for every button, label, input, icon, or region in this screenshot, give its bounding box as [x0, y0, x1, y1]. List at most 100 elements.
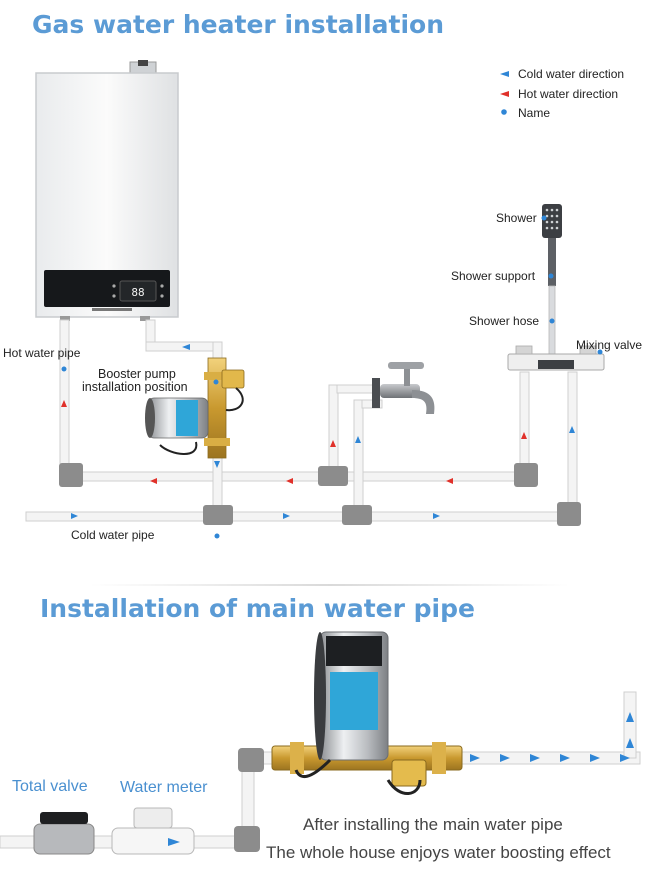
heater-display-digits: 88: [131, 286, 144, 299]
heater-outlet-cold: [140, 316, 150, 321]
hot-arrow: [446, 478, 453, 484]
faucet-spout: [412, 390, 435, 414]
legend: [500, 71, 509, 115]
cold-water-pipes: [25, 319, 578, 522]
valve-body: [33, 823, 95, 855]
name-dot: [548, 273, 554, 279]
booster-pump-small: [145, 357, 245, 459]
main-pipe-outlet: [623, 691, 637, 759]
booster-pump-large: [271, 631, 463, 795]
pump-nut: [204, 372, 230, 380]
legend-name-label: Name: [518, 106, 551, 120]
heater-outlet-hot: [60, 316, 70, 321]
caption-line2: The whole house enjoys water boosting ef…: [266, 843, 611, 862]
heater-button: [112, 294, 116, 298]
meter-body: [111, 827, 195, 855]
heater-display: [119, 280, 157, 302]
label-hot-water-pipe: Hot water pipe: [3, 346, 81, 360]
label-booster-line1: Booster pump: [98, 367, 176, 381]
name-dot: [597, 349, 603, 355]
pump-motor-end: [145, 398, 155, 438]
name-dot: [549, 318, 555, 324]
cold-arrow: [626, 712, 634, 722]
pump-top-cap: [326, 636, 382, 666]
legend-name-icon: [501, 109, 507, 115]
name-dot: [61, 366, 67, 372]
pump-cable: [159, 441, 198, 455]
mixing-valve-knob: [579, 345, 597, 355]
name-markers: [61, 215, 603, 539]
main-flow-arrows: [470, 712, 634, 762]
pipe-hot-mixer-riser: [519, 371, 530, 473]
cold-arrow: [355, 436, 361, 443]
flow-arrows: [61, 344, 575, 519]
elbow-fitting: [59, 463, 83, 487]
cold-arrow: [470, 754, 480, 762]
faucet-handle: [388, 362, 424, 369]
faucet-stem: [404, 366, 410, 386]
legend-hot-label: Hot water direction: [518, 87, 619, 101]
elbow-fitting: [234, 826, 260, 852]
hot-arrow: [330, 440, 336, 447]
hot-arrow: [61, 400, 67, 407]
elbow-fitting: [514, 463, 538, 487]
faucet: [372, 362, 435, 414]
heater-button: [160, 294, 164, 298]
heater-flue-cap: [138, 60, 148, 66]
tee-fitting: [342, 505, 372, 525]
cold-arrow: [71, 513, 78, 519]
water-meter: [111, 807, 195, 855]
pump-label: [176, 400, 198, 436]
hot-arrow: [286, 478, 293, 484]
faucet-wall-mount: [372, 378, 380, 408]
section-divider: [90, 584, 570, 586]
cold-arrow: [168, 838, 180, 846]
cold-arrow: [590, 754, 600, 762]
hot-arrow: [521, 432, 527, 439]
pump-label: [330, 672, 378, 730]
shower-head-holes: [545, 208, 559, 230]
name-dot: [214, 533, 220, 539]
pump-motor-end: [314, 632, 326, 760]
pipe-hot-faucet-riser: [328, 384, 339, 474]
cold-arrow: [214, 461, 220, 468]
meter-head: [133, 807, 173, 829]
valve-handle: [40, 812, 88, 824]
cold-arrow: [530, 754, 540, 762]
label-mixing-valve: Mixing valve: [576, 338, 643, 352]
tee-fitting: [203, 505, 233, 525]
gas-water-heater: 88: [35, 60, 179, 321]
mixing-valve-handle: [538, 360, 574, 369]
pump-flow-switch: [391, 759, 427, 787]
label-total-valve: Total valve: [12, 778, 88, 795]
elbow-fitting: [557, 502, 581, 526]
heater-button: [160, 284, 164, 288]
pump-nut: [204, 438, 230, 446]
section1-title: Gas water heater installation: [32, 10, 445, 39]
elbow-fitting: [238, 748, 264, 772]
label-booster-line2: installation position: [82, 380, 188, 394]
name-dot: [213, 379, 219, 385]
cold-arrow: [620, 754, 630, 762]
section-main-pipe: [0, 631, 641, 855]
heater-brand-strip: [92, 308, 132, 311]
faucet-body: [380, 384, 420, 398]
pipe-hot-faucet-top: [336, 384, 378, 394]
hot-water-pipes: [59, 319, 530, 482]
hot-arrow: [150, 478, 157, 484]
label-shower-support: Shower support: [451, 269, 536, 283]
pipe-hot-vertical: [59, 319, 70, 471]
mixing-valve-knob: [515, 345, 533, 355]
legend-cold-icon: [500, 71, 509, 77]
cold-arrow: [500, 754, 510, 762]
total-valve: [33, 812, 95, 855]
section-gas-heater: 88: [25, 60, 605, 539]
shower-support: [548, 238, 556, 286]
legend-hot-icon: [500, 91, 509, 97]
pipe-cold-faucet-riser: [353, 399, 364, 513]
cold-arrow: [182, 344, 190, 350]
pipe-fittings: [59, 463, 581, 526]
label-shower-hose: Shower hose: [469, 314, 540, 328]
cold-arrow: [569, 426, 575, 433]
